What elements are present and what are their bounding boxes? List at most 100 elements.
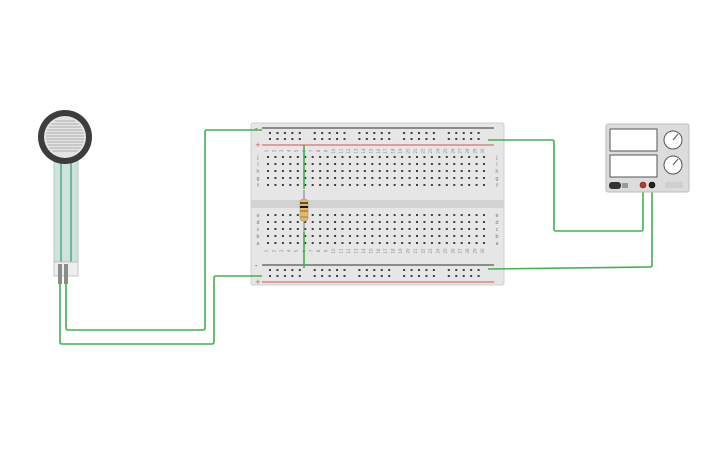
terminal-hole[interactable] — [445, 242, 448, 244]
terminal-hole[interactable] — [341, 242, 344, 244]
terminal-hole[interactable] — [445, 163, 448, 165]
terminal-hole[interactable] — [348, 214, 351, 216]
rail-hole[interactable] — [269, 138, 271, 140]
terminal-hole[interactable] — [378, 177, 381, 179]
terminal-hole[interactable] — [416, 163, 418, 165]
rail-hole[interactable] — [477, 269, 480, 271]
terminal-hole[interactable] — [334, 221, 337, 223]
terminal-hole[interactable] — [483, 228, 486, 230]
terminal-hole[interactable] — [393, 163, 396, 165]
terminal-hole[interactable] — [363, 156, 366, 158]
terminal-hole[interactable] — [408, 235, 411, 237]
terminal-hole[interactable] — [371, 177, 374, 179]
rail-hole[interactable] — [455, 269, 458, 271]
terminal-hole[interactable] — [423, 156, 426, 158]
terminal-hole[interactable] — [430, 235, 433, 237]
terminal-hole[interactable] — [274, 228, 277, 230]
terminal-hole[interactable] — [401, 170, 404, 172]
terminal-hole[interactable] — [438, 184, 441, 186]
terminal-hole[interactable] — [453, 221, 456, 223]
rail-hole[interactable] — [455, 138, 458, 140]
terminal-hole[interactable] — [371, 242, 374, 244]
terminal-hole[interactable] — [304, 163, 307, 165]
terminal-hole[interactable] — [356, 242, 359, 244]
rail-hole[interactable] — [336, 138, 339, 140]
terminal-hole[interactable] — [438, 170, 441, 172]
rail-hole[interactable] — [328, 275, 331, 277]
terminal-hole[interactable] — [348, 228, 351, 230]
rail-hole[interactable] — [403, 269, 406, 271]
wire-sensor-to-bottom-rail[interactable] — [59, 268, 262, 345]
terminal-hole[interactable] — [378, 184, 381, 186]
terminal-hole[interactable] — [267, 242, 269, 244]
terminal-hole[interactable] — [438, 221, 441, 223]
terminal-hole[interactable] — [453, 235, 456, 237]
rail-hole[interactable] — [298, 138, 301, 140]
terminal-hole[interactable] — [326, 163, 329, 165]
rail-hole[interactable] — [410, 275, 413, 277]
terminal-hole[interactable] — [401, 184, 404, 186]
terminal-hole[interactable] — [304, 170, 307, 172]
terminal-hole[interactable] — [378, 170, 381, 172]
terminal-hole[interactable] — [334, 156, 337, 158]
rail-hole[interactable] — [410, 132, 413, 134]
terminal-hole[interactable] — [378, 163, 381, 165]
terminal-hole[interactable] — [311, 170, 314, 172]
rail-hole[interactable] — [447, 275, 450, 277]
terminal-hole[interactable] — [423, 184, 426, 186]
terminal-hole[interactable] — [378, 235, 381, 237]
terminal-hole[interactable] — [311, 242, 314, 244]
terminal-hole[interactable] — [401, 235, 404, 237]
rail-hole[interactable] — [291, 275, 294, 277]
rail-hole[interactable] — [462, 138, 465, 140]
terminal-hole[interactable] — [393, 184, 396, 186]
terminal-hole[interactable] — [326, 156, 329, 158]
rail-hole[interactable] — [343, 132, 346, 134]
terminal-hole[interactable] — [274, 163, 277, 165]
terminal-hole[interactable] — [438, 235, 441, 237]
terminal-hole[interactable] — [274, 214, 277, 216]
terminal-hole[interactable] — [334, 235, 337, 237]
terminal-hole[interactable] — [401, 177, 404, 179]
rail-hole[interactable] — [328, 269, 331, 271]
terminal-hole[interactable] — [296, 156, 299, 158]
rail-hole[interactable] — [358, 269, 361, 271]
rail-hole[interactable] — [432, 275, 435, 277]
terminal-hole[interactable] — [348, 163, 351, 165]
terminal-hole[interactable] — [274, 221, 277, 223]
terminal-hole[interactable] — [468, 170, 471, 172]
terminal-hole[interactable] — [393, 235, 396, 237]
terminal-hole[interactable] — [475, 214, 478, 216]
terminal-hole[interactable] — [296, 228, 299, 230]
terminal-hole[interactable] — [326, 184, 329, 186]
rail-hole[interactable] — [425, 132, 428, 134]
terminal-hole[interactable] — [416, 235, 418, 237]
terminal-hole[interactable] — [445, 184, 448, 186]
terminal-hole[interactable] — [281, 235, 284, 237]
rail-hole[interactable] — [477, 275, 480, 277]
rail-hole[interactable] — [373, 269, 376, 271]
terminal-hole[interactable] — [274, 184, 277, 186]
rail-hole[interactable] — [410, 269, 413, 271]
terminal-hole[interactable] — [371, 156, 374, 158]
terminal-hole[interactable] — [341, 228, 344, 230]
terminal-hole[interactable] — [438, 156, 441, 158]
terminal-hole[interactable] — [289, 228, 292, 230]
terminal-hole[interactable] — [460, 228, 463, 230]
terminal-hole[interactable] — [468, 235, 471, 237]
rail-hole[interactable] — [447, 138, 450, 140]
rail-hole[interactable] — [470, 132, 473, 134]
terminal-hole[interactable] — [356, 214, 359, 216]
terminal-hole[interactable] — [267, 177, 269, 179]
terminal-hole[interactable] — [423, 170, 426, 172]
fsr-pin-left[interactable] — [58, 264, 62, 284]
terminal-hole[interactable] — [438, 177, 441, 179]
terminal-hole[interactable] — [296, 170, 299, 172]
terminal-hole[interactable] — [378, 228, 381, 230]
terminal-hole[interactable] — [408, 163, 411, 165]
terminal-hole[interactable] — [289, 184, 292, 186]
terminal-hole[interactable] — [401, 228, 404, 230]
terminal-hole[interactable] — [304, 177, 307, 179]
terminal-hole[interactable] — [289, 163, 292, 165]
terminal-hole[interactable] — [438, 214, 441, 216]
